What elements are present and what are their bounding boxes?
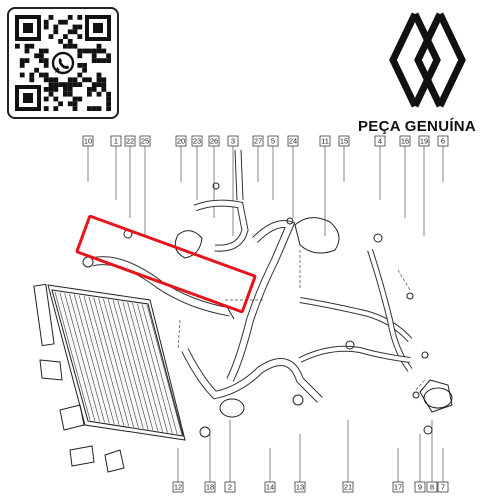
callout-box	[110, 135, 122, 147]
callout-number: 7	[441, 483, 445, 492]
callout-number: 26	[210, 137, 218, 146]
callout-box	[294, 481, 306, 493]
callout-number: 9	[418, 483, 422, 492]
part-callout-27: 27	[252, 135, 264, 182]
callout-number: 21	[344, 483, 352, 492]
part-callout-1: 1	[110, 135, 122, 200]
part-callout-15: 15	[338, 135, 350, 182]
callout-number: 19	[420, 137, 428, 146]
part-callout-3: 3	[227, 135, 239, 236]
callout-box	[342, 481, 354, 493]
callout-number: 23	[193, 137, 201, 146]
part-callout-21: 21	[342, 420, 354, 493]
part-callout-20: 20	[175, 135, 187, 182]
callout-number: 3	[231, 137, 235, 146]
part-callout-6: 6	[437, 135, 449, 182]
callout-number: 24	[289, 137, 297, 146]
part-callout-19: 19	[418, 135, 430, 236]
callout-box	[252, 135, 264, 147]
part-callout-11: 11	[319, 135, 331, 236]
part-callout-24: 24	[287, 135, 299, 218]
callout-box	[124, 135, 136, 147]
callout-box	[374, 135, 386, 147]
callout-box	[392, 481, 404, 493]
callout-number: 17	[394, 483, 402, 492]
radiator	[33, 283, 186, 441]
callout-box	[139, 135, 151, 147]
callout-number: 6	[441, 137, 445, 146]
hoses	[59, 149, 453, 473]
qr-code[interactable]	[7, 7, 119, 119]
part-callout-23: 23	[191, 135, 203, 200]
callout-labels: 10 1 22 25 20 23 26 3 27 5 24 11 15 4 16 19 6 12 18 2 14 13 21…	[82, 135, 449, 493]
part-callout-5: 5	[267, 135, 279, 200]
part-callout-16: 16	[399, 135, 411, 218]
callout-box	[437, 135, 449, 147]
callout-box	[437, 481, 449, 493]
callout-number: 2	[228, 483, 232, 492]
callout-number: 13	[296, 483, 304, 492]
qr-code-graphic	[15, 15, 111, 111]
callout-box	[175, 135, 187, 147]
part-callout-13: 13	[294, 434, 306, 493]
callout-box	[224, 481, 236, 493]
callout-box	[264, 481, 276, 493]
renault-diamond-logo	[389, 12, 466, 108]
callout-box	[172, 481, 184, 493]
callout-box	[287, 135, 299, 147]
part-callout-14: 14	[264, 448, 276, 493]
callout-box	[204, 481, 216, 493]
callout-box	[191, 135, 203, 147]
part-callout-9: 9	[414, 434, 426, 493]
callout-number: 4	[378, 137, 382, 146]
part-callout-22: 22	[124, 135, 136, 218]
callout-number: 18	[206, 483, 214, 492]
callout-number: 1	[114, 137, 118, 146]
callout-box	[414, 481, 426, 493]
callout-number: 15	[340, 137, 348, 146]
callout-box	[418, 135, 430, 147]
part-callout-2: 2	[224, 420, 236, 493]
callout-number: 22	[126, 137, 134, 146]
highlight-box	[75, 214, 257, 314]
callout-box	[82, 135, 94, 147]
callout-number: 12	[174, 483, 182, 492]
callout-number: 11	[321, 137, 329, 146]
part-callout-4: 4	[374, 135, 386, 200]
callout-box	[399, 135, 411, 147]
whatsapp-icon	[50, 50, 76, 76]
callout-box	[267, 135, 279, 147]
callout-number: 16	[401, 137, 409, 146]
callout-box	[208, 135, 220, 147]
part-callout-12: 12	[172, 448, 184, 493]
callout-box	[319, 135, 331, 147]
part-callout-10: 10	[82, 135, 94, 182]
callout-number: 8	[430, 483, 434, 492]
brand-text: PEÇA GENUÍNA	[358, 118, 477, 135]
callout-number: 14	[266, 483, 274, 492]
callout-number: 20	[177, 137, 185, 146]
part-callout-18: 18	[204, 434, 216, 493]
callout-number: 27	[254, 137, 262, 146]
part-callout-17: 17	[392, 448, 404, 493]
callout-box	[338, 135, 350, 147]
callout-number: 5	[271, 137, 275, 146]
callout-number: 25	[141, 137, 149, 146]
part-callout-25: 25	[139, 135, 151, 236]
callout-number: 10	[84, 137, 92, 146]
callout-box	[426, 481, 438, 493]
callout-box	[227, 135, 239, 147]
part-callout-7: 7	[437, 448, 449, 493]
